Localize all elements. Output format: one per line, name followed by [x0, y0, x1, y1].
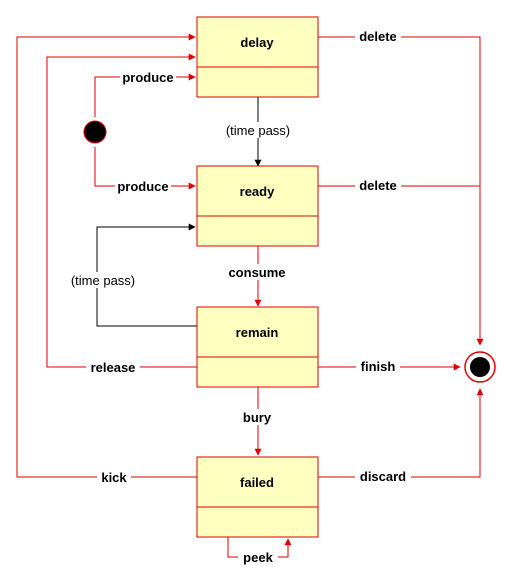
label-kick: kick — [97, 469, 131, 485]
label-time-pass-1-text: (time pass) — [226, 123, 290, 138]
edge-kick — [16, 33, 197, 478]
label-finish: finish — [356, 359, 400, 375]
label-kick-text: kick — [101, 470, 127, 485]
state-remain-label: remain — [236, 325, 279, 340]
label-peek-text: peek — [243, 550, 273, 565]
label-discard: discard — [355, 469, 411, 485]
label-produce-ready-text: produce — [117, 179, 168, 194]
label-time-pass-2: (time pass) — [66, 272, 140, 288]
label-produce-delay: produce — [120, 69, 176, 85]
label-release-text: release — [91, 360, 136, 375]
edge-discard — [318, 388, 484, 478]
state-delay-label: delay — [240, 35, 274, 50]
label-delete-ready-text: delete — [359, 178, 397, 193]
label-finish-text: finish — [361, 359, 396, 374]
label-time-pass-1: (time pass) — [222, 122, 294, 138]
label-produce-ready: produce — [115, 178, 171, 194]
edge-release — [46, 53, 197, 368]
state-ready[interactable]: ready — [196, 165, 319, 247]
label-bury: bury — [238, 409, 276, 425]
label-discard-text: discard — [360, 469, 406, 484]
final-state — [464, 351, 496, 383]
label-bury-text: bury — [243, 410, 272, 425]
label-consume: consume — [224, 264, 290, 280]
label-peek: peek — [238, 549, 278, 565]
state-ready-label: ready — [240, 184, 275, 199]
label-delete-delay: delete — [355, 29, 401, 45]
state-failed[interactable]: failed — [196, 456, 319, 538]
initial-state — [83, 120, 107, 144]
label-delete-ready: delete — [355, 178, 401, 194]
state-remain[interactable]: remain — [196, 306, 319, 388]
label-release: release — [86, 359, 140, 375]
state-delay[interactable]: delay — [196, 16, 319, 98]
label-produce-delay-text: produce — [122, 70, 173, 85]
label-time-pass-2-text: (time pass) — [71, 273, 135, 288]
label-delete-delay-text: delete — [359, 29, 397, 44]
label-consume-text: consume — [228, 265, 285, 280]
state-failed-label: failed — [240, 475, 274, 490]
